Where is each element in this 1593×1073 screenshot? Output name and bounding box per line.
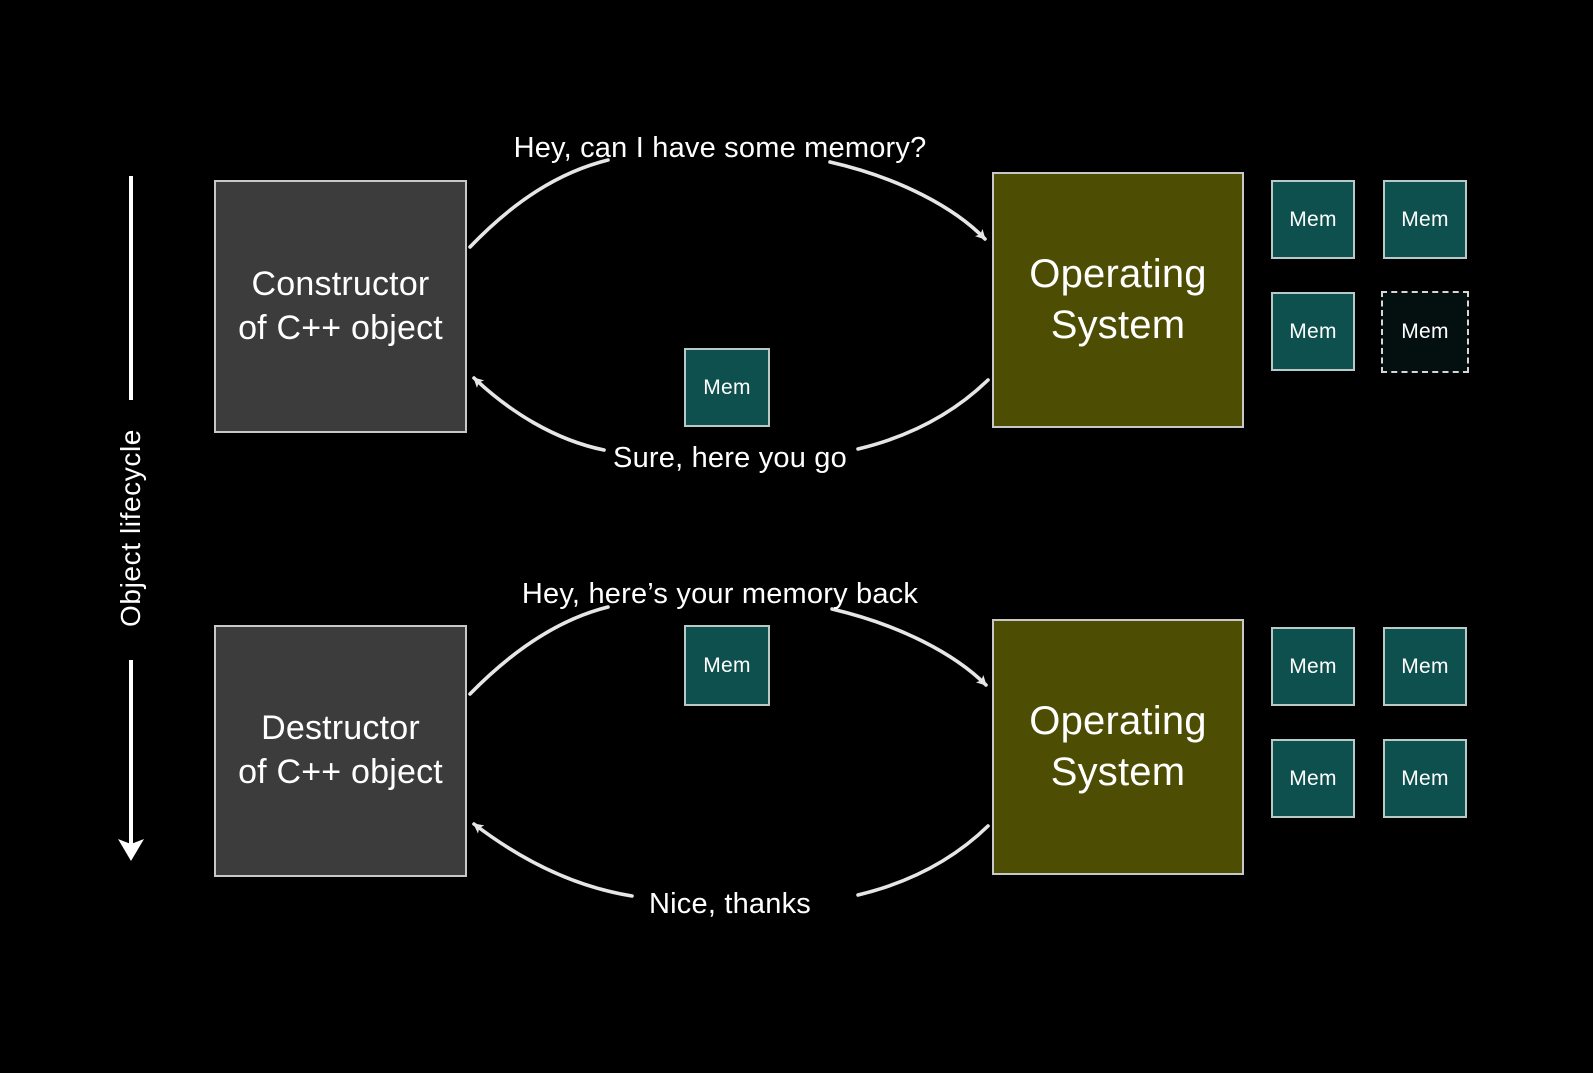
construction-pool-mem-3-label: Mem bbox=[1401, 320, 1449, 343]
destruction-pool-mem-2-label: Mem bbox=[1289, 766, 1337, 790]
destruction-operating-system-box[interactable]: Operating System bbox=[992, 619, 1244, 875]
destruction-response-label: Nice, thanks bbox=[649, 888, 811, 920]
construction-operating-system-box[interactable]: Operating System bbox=[992, 172, 1244, 428]
construction-pool-mem-0-label: Mem bbox=[1289, 207, 1337, 231]
destruction-pool-mem-2[interactable]: Mem bbox=[1271, 739, 1355, 818]
destructor-actor-box[interactable]: Destructor of C++ object bbox=[214, 625, 467, 877]
destruction-pool-mem-0[interactable]: Mem bbox=[1271, 627, 1355, 706]
construction-os-line-1: Operating bbox=[1029, 251, 1207, 296]
construction-os-line-2: System bbox=[1050, 303, 1186, 347]
constructor-actor-box[interactable]: Constructor of C++ object bbox=[214, 180, 467, 433]
construction-response-label: Sure, here you go bbox=[613, 442, 847, 474]
construction-request-label: Hey, can I have some memory? bbox=[513, 132, 927, 164]
destruction-os-line-1: Operating bbox=[1029, 698, 1207, 743]
destruction-request-label: Hey, here’s your memory back bbox=[521, 578, 919, 610]
constructor-actor-line-1: Constructor bbox=[251, 264, 430, 303]
construction-transferred-mem-label: Mem bbox=[703, 375, 751, 399]
construction-pool-mem-3-free[interactable]: Mem bbox=[1381, 291, 1469, 373]
destruction-transferred-mem-box[interactable]: Mem bbox=[684, 625, 770, 706]
destruction-transferred-mem-label: Mem bbox=[703, 653, 751, 677]
destruction-pool-mem-1-label: Mem bbox=[1401, 654, 1449, 678]
constructor-actor-line-2: of C++ object bbox=[238, 308, 443, 347]
object-lifecycle-label: Object lifecycle bbox=[115, 429, 146, 627]
construction-pool-mem-1-label: Mem bbox=[1401, 207, 1449, 231]
destruction-os-line-2: System bbox=[1050, 750, 1186, 794]
construction-pool-mem-2-label: Mem bbox=[1289, 319, 1337, 343]
construction-pool-mem-2[interactable]: Mem bbox=[1271, 292, 1355, 371]
construction-transferred-mem-box[interactable]: Mem bbox=[684, 348, 770, 427]
construction-request-arrow bbox=[468, 158, 987, 249]
destruction-response-arrow bbox=[472, 822, 990, 898]
destruction-pool-mem-3[interactable]: Mem bbox=[1383, 739, 1467, 818]
construction-pool-mem-1[interactable]: Mem bbox=[1383, 180, 1467, 259]
destructor-actor-line-1: Destructor bbox=[261, 709, 420, 748]
destructor-actor-line-2: of C++ object bbox=[238, 753, 443, 791]
destruction-pool-mem-3-label: Mem bbox=[1401, 766, 1449, 790]
destruction-pool-mem-1[interactable]: Mem bbox=[1383, 627, 1467, 706]
destruction-pool-mem-0-label: Mem bbox=[1289, 654, 1337, 678]
construction-pool-mem-0[interactable]: Mem bbox=[1271, 180, 1355, 259]
